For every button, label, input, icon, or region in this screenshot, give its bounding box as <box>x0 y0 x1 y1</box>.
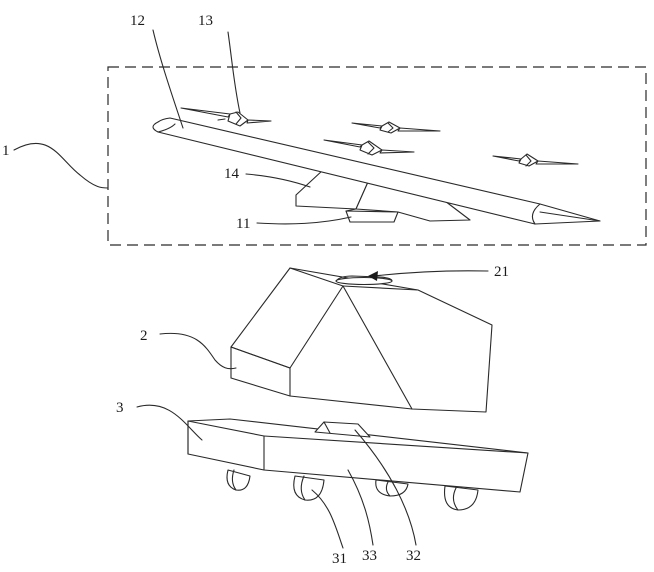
assembly-1 <box>107 66 647 246</box>
label-2: 2 <box>140 328 148 344</box>
label-33: 33 <box>362 548 377 564</box>
label-14: 14 <box>224 166 240 182</box>
leader-11 <box>256 216 352 225</box>
propeller-2 <box>351 121 441 134</box>
propeller-3 <box>323 139 415 156</box>
leader-32 <box>354 429 417 546</box>
label-1: 1 <box>2 143 10 159</box>
leader-31 <box>311 489 344 549</box>
wheels-31 <box>226 469 479 511</box>
leader-14 <box>245 173 311 188</box>
leader-1 <box>13 142 109 189</box>
label-13: 13 <box>198 13 213 29</box>
port-21 <box>335 275 393 286</box>
leader-3 <box>136 404 203 441</box>
label-11: 11 <box>236 216 250 232</box>
leader-21 <box>373 270 489 277</box>
label-3: 3 <box>116 400 124 416</box>
body-33 <box>187 418 529 493</box>
propeller-1 <box>180 107 272 127</box>
label-32: 32 <box>406 548 421 564</box>
leader-13 <box>227 31 241 114</box>
base-11 <box>345 208 399 223</box>
leader-lines <box>13 29 489 549</box>
assembly-1-boundary <box>107 66 647 246</box>
leader-12 <box>152 29 184 129</box>
leader-21-arrow <box>368 271 378 281</box>
reference-labels: 1 12 13 14 11 21 2 3 31 33 32 <box>2 13 509 567</box>
wing-12 <box>152 117 601 225</box>
label-31: 31 <box>332 551 347 567</box>
label-12: 12 <box>130 13 145 29</box>
connector-32 <box>314 421 371 438</box>
propeller-4 <box>492 153 579 167</box>
housing-2 <box>230 267 493 413</box>
vehicle-3 <box>187 418 529 511</box>
leader-33 <box>347 469 374 546</box>
label-21: 21 <box>494 264 509 280</box>
leader-2 <box>159 332 237 370</box>
